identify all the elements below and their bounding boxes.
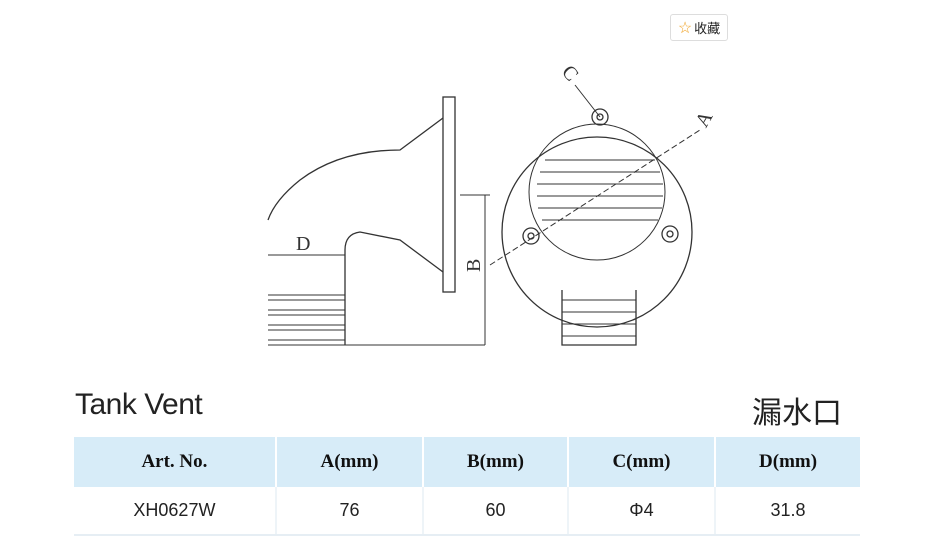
product-title-cn: 漏水口: [752, 397, 842, 430]
tank-vent-diagram: D B C A: [267, 61, 718, 346]
product-title-en: Tank Vent: [75, 388, 203, 421]
spec-table: Art. No. A(mm) B(mm) C(mm) D(mm) XH0627W…: [74, 437, 860, 536]
table-row: XH0627W 76 60 Φ4 31.8: [74, 487, 860, 536]
cell-art-no: XH0627W: [74, 487, 276, 536]
cell-c: Φ4: [566, 487, 716, 536]
favorite-label: 收藏: [694, 21, 721, 36]
header-a: A(mm): [274, 437, 424, 487]
header-c: C(mm): [566, 437, 716, 487]
side-view: [267, 96, 490, 346]
label-c: C: [557, 61, 582, 85]
label-a: A: [691, 107, 718, 131]
cell-d: 31.8: [714, 487, 860, 536]
label-d: D: [296, 233, 310, 255]
cell-a: 76: [274, 487, 424, 536]
front-view: [489, 84, 701, 346]
table-header-row: Art. No. A(mm) B(mm) C(mm) D(mm): [74, 437, 860, 487]
header-art-no: Art. No.: [74, 437, 276, 487]
favorite-button[interactable]: ☆ 收藏: [670, 14, 728, 41]
header-b: B(mm): [422, 437, 568, 487]
header-d: D(mm): [714, 437, 860, 487]
star-icon: ☆: [677, 19, 693, 37]
label-b: B: [463, 259, 485, 272]
cell-b: 60: [422, 487, 568, 536]
